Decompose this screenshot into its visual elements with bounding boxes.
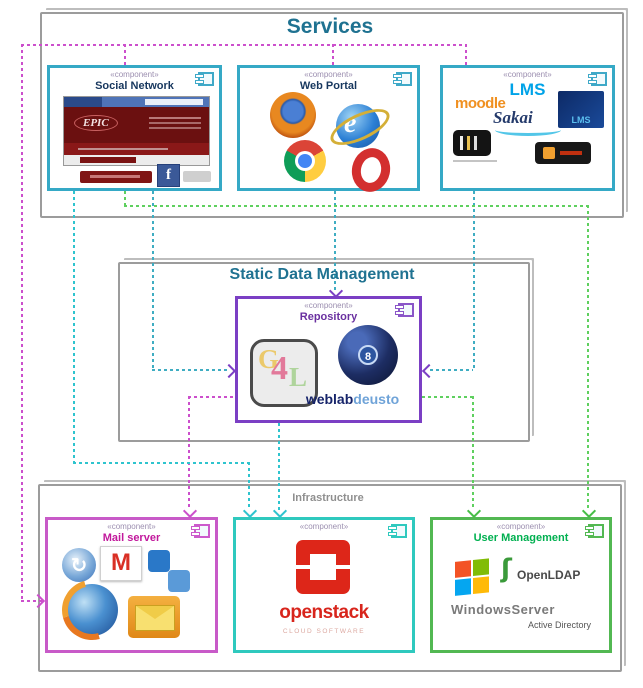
- stereotype-label: «component»: [110, 70, 159, 79]
- weblab-eightball-logo: 8: [338, 325, 398, 385]
- dep-mail-left-horizontal: [21, 600, 43, 602]
- windows-logo: [455, 558, 491, 598]
- dep-sn-to-repo-horizontal: [152, 369, 227, 371]
- dep-socialnetwork-stub: [124, 44, 126, 65]
- openstack-logo: [296, 540, 350, 594]
- openldap-wordmark: OpenLDAP: [517, 568, 581, 582]
- component-name: Web Portal: [299, 80, 358, 92]
- opera-icon: [347, 144, 395, 196]
- openstack-tagline: CLOUD SOFTWARE: [282, 628, 366, 635]
- active-directory-label: Active Directory: [527, 620, 591, 630]
- dep-sn-to-openstack-horizontal: [73, 462, 249, 464]
- screenshot-gray-button: [183, 171, 211, 182]
- deusto-text: deusto: [353, 391, 400, 407]
- dep-repo-to-mail-horizontal: [188, 396, 235, 398]
- mail-server-component: «component» Mail server ↻ M: [45, 517, 218, 653]
- dep-sn-to-um-vertical: [587, 205, 589, 510]
- dep-webportal-stub: [332, 44, 334, 65]
- dep-sn-to-openstack-drop: [248, 462, 250, 510]
- thunderbird-icon: [51, 569, 133, 651]
- lms-component: «component» LMS moodle LMS Sakai: [440, 65, 615, 191]
- outlook-icon-2: [168, 570, 190, 592]
- dep-services-to-mail-trunk: [21, 44, 467, 46]
- dark-logo-caption: [453, 160, 497, 162]
- gmail-icon: M: [100, 546, 142, 581]
- component-name: Social Network: [95, 80, 174, 92]
- dep-repo-to-openstack-vertical: [278, 423, 280, 510]
- screenshot-browser-bar: [64, 97, 209, 107]
- dep-sn-to-um-trunk: [124, 205, 588, 207]
- user-management-component: «component» User Management ʃ OpenLDAP W…: [430, 517, 612, 653]
- dark-logo-tile-2: [535, 142, 591, 164]
- uml-component-icon: [191, 524, 210, 538]
- openstack-component: «component» openstack CLOUD SOFTWARE: [233, 517, 415, 653]
- chrome-icon: [284, 140, 326, 182]
- facebook-icon: f: [157, 164, 180, 187]
- stereotype-label: «component»: [107, 522, 156, 531]
- lms-tile-text: LMS: [571, 115, 591, 125]
- ie-letter: e: [344, 108, 357, 139]
- windows-server-wordmark: WindowsServer: [451, 602, 555, 617]
- screenshot-text-lines: [149, 117, 201, 119]
- repository-component: «component» Repository G 4 L 8 weblabdeu…: [235, 296, 422, 423]
- envelope-icon: [128, 596, 180, 638]
- outlook-icon-1: [148, 550, 170, 572]
- static-data-layer-title: Static Data Management: [229, 266, 415, 283]
- dep-lms-to-repo-horizontal: [430, 369, 473, 371]
- stereotype-label: «component»: [496, 522, 546, 531]
- openldap-icon: ʃ: [501, 554, 512, 584]
- stereotype-label: «component»: [299, 522, 349, 531]
- dep-repo-to-mail-vertical: [188, 396, 190, 510]
- stereotype-label: «component»: [503, 70, 552, 79]
- g4l-letter-l: L: [289, 362, 308, 392]
- firefox-icon: [270, 92, 316, 138]
- component-name: User Management: [473, 532, 569, 544]
- infrastructure-layer-label: Infrastructure: [292, 492, 364, 504]
- dep-wp-to-repo-vertical: [334, 191, 336, 290]
- weblabdeusto-wordmark: weblabdeusto: [288, 391, 417, 407]
- dep-sn-to-repo-vertical: [152, 191, 154, 369]
- g4l-letter-4: 4: [271, 350, 288, 387]
- dep-repo-to-um-horizontal: [422, 396, 473, 398]
- web-portal-component: «component» Web Portal e: [237, 65, 420, 196]
- sakai-logo: Sakai: [493, 108, 533, 127]
- uml-component-icon: [395, 303, 414, 317]
- uml-component-icon: [393, 72, 412, 86]
- dep-mail-left-vertical: [21, 44, 23, 600]
- uml-component-icon: [588, 72, 607, 86]
- dep-sn-to-um-stub: [124, 191, 126, 205]
- sakai-swoosh: [495, 124, 561, 136]
- uml-component-icon: [585, 524, 604, 538]
- stereotype-label: «component»: [304, 301, 353, 310]
- social-network-screenshot: EPIC: [63, 96, 210, 166]
- screenshot-banner: [64, 143, 209, 155]
- dep-lms-stub: [465, 44, 467, 65]
- component-name: Repository: [299, 311, 358, 323]
- component-name: Mail server: [102, 532, 161, 544]
- openstack-wordmark: openstack: [279, 602, 369, 623]
- g4l-logo: G 4 L: [250, 339, 318, 407]
- dep-repo-to-um-vertical: [472, 396, 474, 510]
- dark-logo-tile-1: [453, 130, 491, 156]
- uml-component-icon: [195, 72, 214, 86]
- eightball-number: 8: [358, 345, 378, 365]
- sync-mail-icon: ↻: [62, 548, 96, 582]
- weblab-text: weblab: [305, 391, 354, 407]
- internet-explorer-icon: e: [325, 101, 395, 153]
- services-layer-title: Services: [286, 15, 374, 38]
- lms-logo-tile: LMS: [558, 91, 604, 128]
- screenshot-red-button: [80, 171, 152, 183]
- stereotype-label: «component»: [304, 70, 353, 79]
- g4l-letter-g: G: [258, 344, 280, 374]
- moodle-logo: moodle: [455, 95, 506, 112]
- dep-lms-to-repo-vertical: [473, 191, 475, 369]
- uml-component-icon: [388, 524, 407, 538]
- dep-sn-to-openstack-vertical: [73, 191, 75, 462]
- epic-site-logo: EPIC: [74, 115, 118, 131]
- component-name: LMS: [509, 80, 546, 99]
- social-network-component: «component» Social Network EPIC f: [47, 65, 222, 191]
- screenshot-footer: [64, 155, 209, 165]
